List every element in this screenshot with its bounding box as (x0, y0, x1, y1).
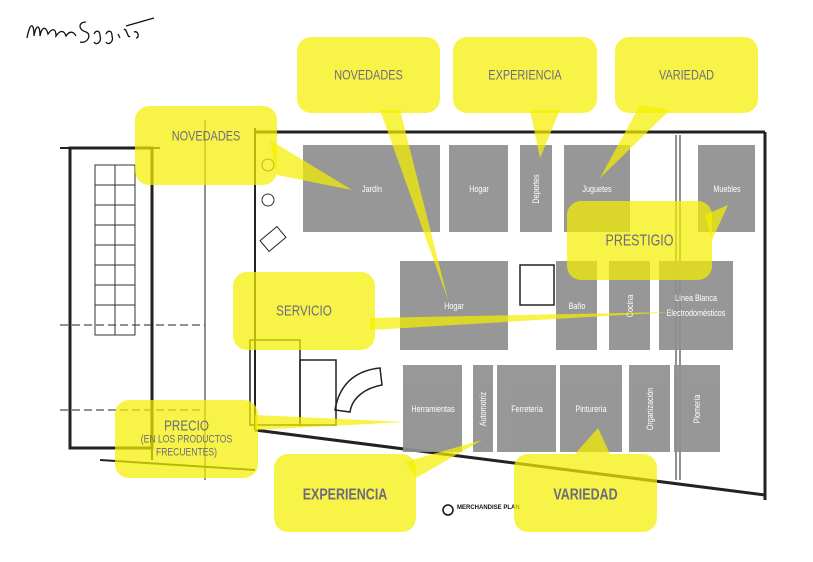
callout-servicio: SERVICIO (233, 272, 375, 350)
plan-title: MERCHANDISE PLAN (457, 505, 520, 511)
callout-variedad-top: VARIEDAD (615, 37, 758, 113)
callout-experiencia-top: EXPERIENCIA (453, 37, 597, 113)
dept-organizacion: Organización (629, 365, 670, 452)
dept-deportes: Deportes (520, 145, 552, 232)
callout-variedad-bottom: VARIEDAD (514, 454, 657, 532)
dept-hogar: Hogar (400, 261, 508, 350)
callout-novedades-left: NOVEDADES (135, 106, 277, 185)
callout-experiencia-bottom: EXPERIENCIA (274, 454, 416, 532)
dept-hogar-top: Hogar (449, 145, 508, 232)
dept-herramientas: Herramientas (403, 365, 462, 452)
callout-novedades-top: NOVEDADES (297, 37, 440, 113)
dept-pintureria: Pinturería (560, 365, 622, 452)
dept-automotriz: Automotriz (473, 365, 493, 452)
signature (26, 17, 155, 45)
dept-ferreteria: Ferretería (497, 365, 556, 452)
callout-prestigio: PRESTIGIO (567, 201, 712, 280)
dept-plomeria: Plomería (674, 365, 720, 452)
